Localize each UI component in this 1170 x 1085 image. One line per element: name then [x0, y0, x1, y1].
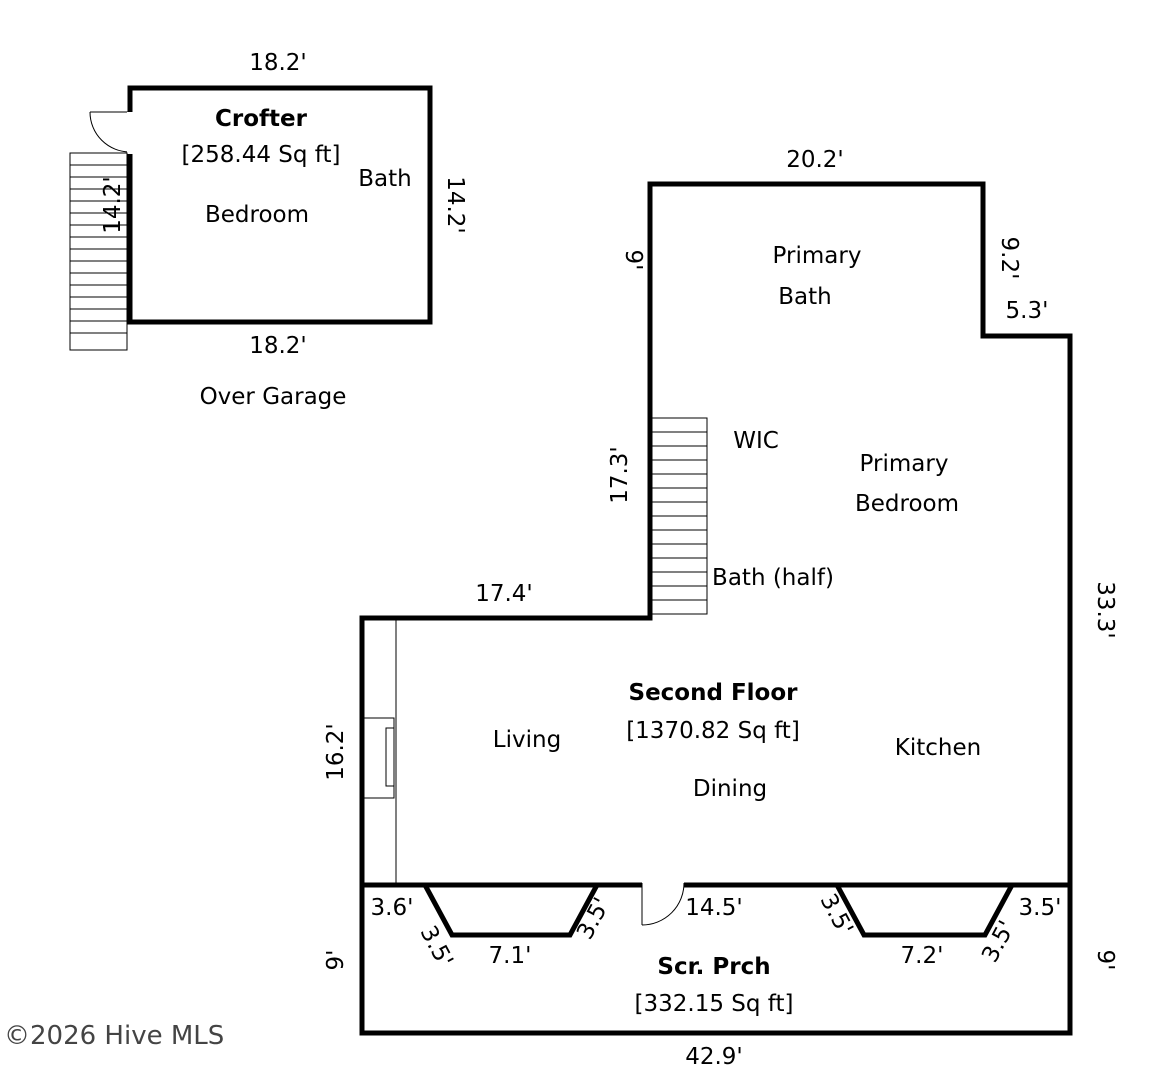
second-floor-area: [1370.82 Sq ft] — [626, 718, 800, 744]
crofter-unit: 18.2' Crofter [258.44 Sq ft] Bath Bedroo… — [69, 50, 468, 410]
crofter-dim-bottom: 18.2' — [249, 333, 307, 359]
crofter-area: [258.44 Sq ft] — [182, 142, 341, 168]
sf-dim-top: 20.2' — [786, 147, 844, 173]
room-primary-bath-line1: Primary — [773, 243, 862, 269]
porch-dim-left-side: 9' — [323, 950, 349, 971]
crofter-room-bedroom: Bedroom — [205, 202, 309, 228]
sf-dim-right: 33.3' — [1092, 581, 1118, 639]
sf-dim-notch-horizontal: 5.3' — [1006, 298, 1049, 324]
crofter-dim-top: 18.2' — [249, 50, 307, 76]
room-living: Living — [493, 727, 561, 753]
room-wic: WIC — [733, 428, 779, 454]
room-bath-half: Bath (half) — [712, 565, 834, 591]
sf-dim-ledge: 17.4' — [475, 581, 533, 607]
crofter-door — [89, 111, 133, 154]
porch-dim-right-diag-2: 3.5' — [977, 917, 1020, 967]
room-primary-bath-line2: Bath — [778, 284, 831, 310]
crofter-stairs — [69, 152, 128, 351]
porch-dim-left-top: 3.6' — [371, 895, 414, 921]
porch-area: [332.15 Sq ft] — [635, 991, 794, 1017]
interior-stairs — [651, 417, 708, 615]
porch-dim-right-top: 3.5' — [1019, 895, 1062, 921]
porch-dim-right-bottom: 7.2' — [901, 943, 944, 969]
crofter-room-bath: Bath — [358, 166, 411, 192]
room-kitchen: Kitchen — [895, 735, 981, 761]
room-primary-bedroom-line2: Bedroom — [855, 491, 959, 517]
porch-dim-left-bottom: 7.1' — [489, 943, 532, 969]
crofter-walls — [127, 85, 433, 325]
room-primary-bedroom-line1: Primary — [860, 451, 949, 477]
sf-dim-upper-left: 9' — [620, 250, 646, 271]
porch-dim-middle: 14.5' — [685, 895, 743, 921]
crofter-caption: Over Garage — [200, 384, 347, 410]
second-floor-unit: 20.2' 9' 9.2' 5.3' Primary Bath WIC Prim… — [323, 147, 1118, 888]
porch-dim-right-side: 9' — [1092, 950, 1118, 971]
porch-dim-right-diag-1: 3.5' — [815, 890, 858, 940]
fireplace — [363, 619, 397, 886]
porch-unit: 3.6' 3.5' 7.1' 3.5' 14.5' 3.5' 7.2' 3.5'… — [323, 881, 1118, 1070]
crofter-title: Crofter — [215, 106, 308, 132]
watermark: ©2026 Hive MLS — [4, 1021, 224, 1051]
porch-dim-bottom: 42.9' — [685, 1044, 743, 1070]
porch-door — [641, 881, 685, 926]
sf-dim-stair-wall: 17.3' — [607, 446, 633, 504]
room-dining: Dining — [693, 776, 767, 802]
crofter-dim-left: 14.2' — [100, 176, 126, 234]
second-floor-title: Second Floor — [629, 680, 799, 706]
crofter-dim-right: 14.2' — [442, 176, 468, 234]
porch-dim-left-diag-2: 3.5' — [572, 894, 615, 944]
sf-dim-notch-vertical: 9.2' — [996, 237, 1022, 280]
sf-dim-left: 16.2' — [323, 723, 349, 781]
porch-walls — [359, 882, 1073, 1036]
porch-title: Scr. Prch — [657, 954, 770, 980]
